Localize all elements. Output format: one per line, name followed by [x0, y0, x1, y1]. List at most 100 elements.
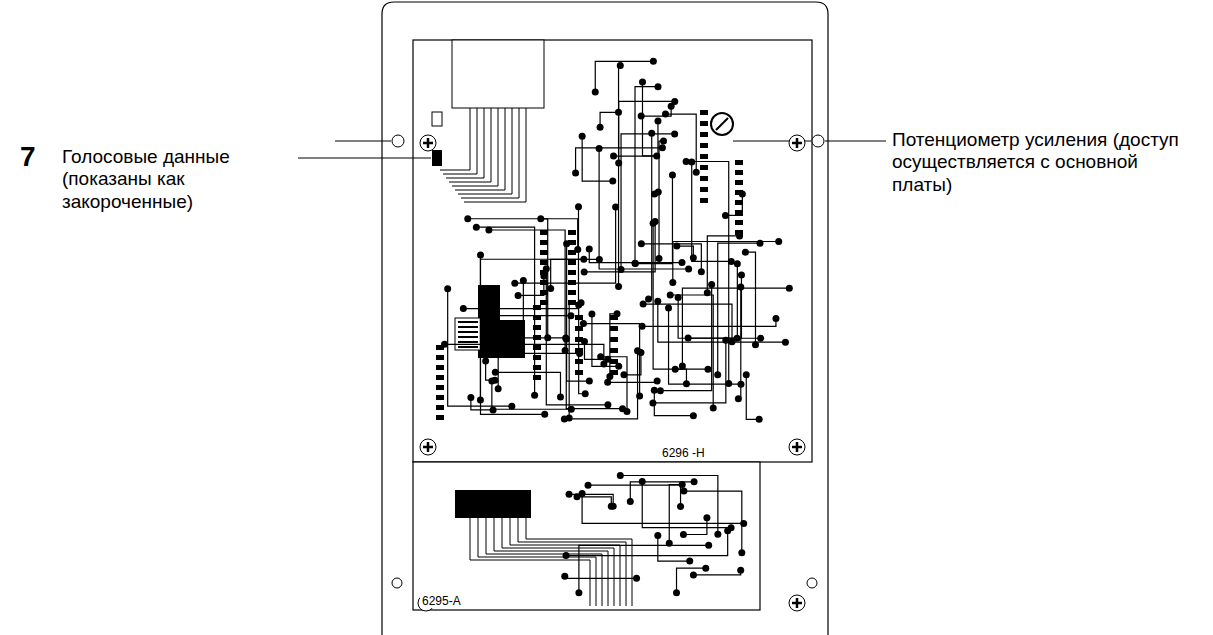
pcb-pad	[714, 531, 721, 538]
pcb-pad	[541, 411, 548, 418]
pcb-trace	[684, 491, 742, 553]
ic-pin	[540, 270, 548, 275]
pcb-trace	[642, 482, 731, 528]
pcb-bus	[464, 108, 526, 202]
pcb-trace	[682, 288, 789, 366]
pcb-trace	[588, 485, 681, 506]
pcb-pad	[444, 285, 451, 292]
pcb-pad	[680, 531, 687, 538]
pcb-trace	[649, 133, 652, 299]
ic-pin	[540, 240, 548, 245]
ic-pin	[610, 337, 618, 342]
pcb-pad	[673, 589, 680, 596]
pcb-pad	[690, 412, 697, 419]
pcb-trace	[614, 121, 658, 156]
pcb-pad	[669, 172, 676, 179]
pcb-pad	[575, 589, 582, 596]
ic-pin	[540, 260, 548, 265]
pcb-pad	[693, 169, 700, 176]
pcb-pad	[633, 575, 640, 582]
screw	[789, 439, 805, 455]
ic-pin	[533, 355, 541, 360]
mounting-hole	[392, 135, 404, 147]
pcb-pad	[662, 111, 669, 118]
pcb-trace	[746, 375, 759, 419]
pcb-pad	[654, 298, 661, 305]
ic-pin	[575, 315, 583, 320]
pcb-trace	[642, 82, 656, 156]
ic-pin	[533, 325, 541, 330]
ic-pin	[575, 348, 583, 353]
pcb-trace	[635, 175, 672, 263]
pcb-pad	[640, 301, 647, 308]
pcb-pad	[473, 224, 480, 231]
pcb-trace	[566, 531, 728, 556]
pcb-pad	[757, 335, 764, 342]
pcb-pad	[561, 415, 568, 422]
pcb-trace	[523, 280, 565, 338]
pcb-pad	[775, 238, 782, 245]
pcb-trace	[659, 141, 664, 259]
ic-pin	[700, 143, 708, 148]
pcb-trace	[673, 242, 779, 283]
pcb-pad	[596, 145, 603, 152]
pcb-pad	[581, 268, 588, 275]
component-block	[478, 285, 525, 358]
ic-pin	[568, 280, 576, 285]
pcb-pad	[563, 552, 570, 559]
pcb-pad	[588, 311, 595, 318]
ic-chip	[455, 490, 531, 518]
pcb-pad	[585, 482, 592, 489]
pcb-pad	[786, 285, 793, 292]
pcb-pad	[690, 571, 697, 578]
pcb-pad	[728, 258, 735, 265]
pcb-pad	[566, 491, 573, 498]
ic-pin	[735, 220, 743, 225]
pcb-pad	[482, 358, 489, 365]
ic-pin	[540, 250, 548, 255]
ic-pin	[700, 165, 708, 170]
pcb-trace	[448, 289, 512, 406]
pcb-pad	[615, 109, 622, 116]
pcb-pad	[623, 408, 630, 415]
pcb-pad	[657, 387, 664, 394]
ic-pin	[533, 315, 541, 320]
pcb-bus	[446, 108, 484, 178]
pcb-pad	[667, 291, 674, 298]
pcb-trace	[582, 493, 744, 523]
part-label: Голосовые данные (показаны как закорочен…	[62, 146, 292, 213]
ic-pin	[436, 375, 444, 380]
ic-pin	[700, 121, 708, 126]
pcb-trace	[492, 381, 571, 409]
pcb-pad	[683, 380, 690, 387]
pcb-pad	[597, 353, 604, 360]
pcb-pad	[488, 312, 495, 319]
pcb-trace	[577, 497, 611, 507]
pcb-pad	[655, 189, 662, 196]
ic-pin	[540, 230, 548, 235]
ic-pin	[610, 359, 618, 364]
pcb-pad	[580, 256, 587, 263]
pcb-trace	[653, 223, 708, 369]
ic-pin	[436, 415, 444, 420]
pcb-pad	[737, 567, 744, 574]
pcb-pad	[467, 394, 474, 401]
ic-pin	[568, 290, 576, 295]
pcb-pad	[656, 255, 663, 262]
ic-pin	[735, 230, 743, 235]
leader-line	[825, 141, 886, 142]
pcb-pad	[650, 58, 657, 65]
ic-pin	[735, 180, 743, 185]
pcb-pad	[738, 272, 745, 279]
pcb-pad	[705, 542, 712, 549]
pcb-pad	[742, 249, 749, 256]
pcb-pad	[609, 178, 616, 185]
pcb-pad	[575, 203, 582, 210]
pcb-pad	[782, 339, 789, 346]
pcb-pad	[639, 79, 646, 86]
pcb-trace	[495, 372, 560, 397]
ic-pin	[436, 355, 444, 360]
pcb-pad	[610, 153, 617, 160]
pcb-trace	[665, 114, 696, 172]
pcb-pad	[659, 144, 666, 151]
